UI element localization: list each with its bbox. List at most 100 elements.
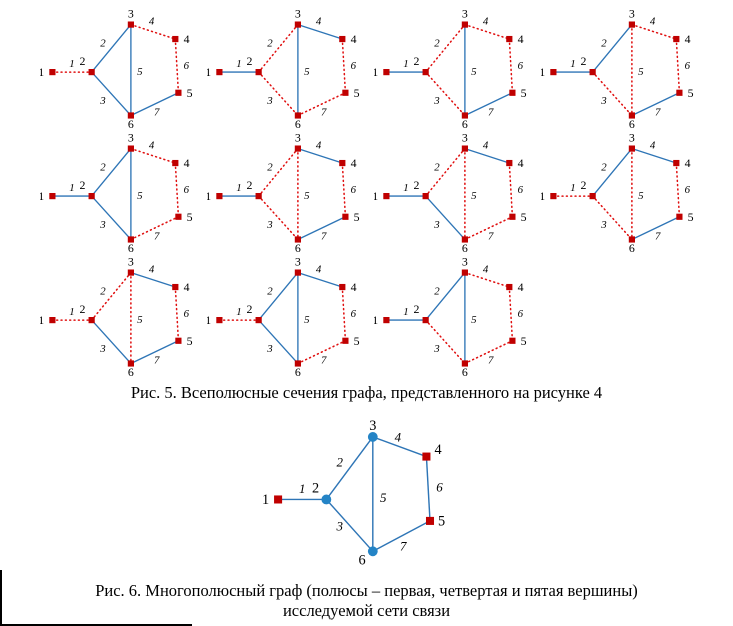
- vertex-4: [172, 35, 179, 43]
- vertex-label-6: 6: [629, 117, 635, 130]
- edge-7: [130, 340, 179, 365]
- edge-label-6: 6: [184, 184, 190, 196]
- vertex-1: [49, 69, 56, 76]
- edge-4: [130, 147, 177, 164]
- edge-6: [675, 162, 681, 218]
- edge-3: [325, 498, 373, 552]
- figure5-row-2: 1234567123456123456712345612345671234561…: [0, 130, 733, 255]
- edge-label-5: 5: [304, 66, 310, 78]
- figure6-caption-line2: исследуемой сети связи: [282, 601, 451, 620]
- vertex-2: [422, 193, 429, 200]
- figure5-row-1: 1234567123456123456712345612345671234561…: [0, 6, 733, 131]
- vertex-label-6: 6: [295, 117, 301, 130]
- vertex-4: [421, 452, 430, 461]
- vertex-6: [628, 112, 635, 119]
- vertex-3: [294, 269, 301, 276]
- edge-2: [91, 148, 132, 197]
- vertex-label-4: 4: [518, 32, 524, 46]
- vertex-label-6: 6: [128, 365, 134, 378]
- edge-4: [464, 147, 510, 164]
- edge-4: [297, 147, 343, 164]
- vertex-6: [127, 112, 134, 119]
- edge-3: [425, 195, 466, 240]
- edge-label-7: 7: [655, 106, 661, 118]
- edge-4: [631, 23, 678, 40]
- vertex-4: [673, 159, 680, 167]
- vertex-4: [673, 35, 680, 43]
- vertex-label-4: 4: [685, 32, 691, 46]
- vertex-label-1: 1: [40, 189, 44, 203]
- edge-label-7: 7: [399, 538, 406, 553]
- vertex-6: [367, 546, 378, 557]
- edge-4: [372, 436, 427, 458]
- edge-label-2: 2: [267, 37, 273, 49]
- edge-label-1: 1: [403, 58, 408, 70]
- edge-label-1: 1: [298, 481, 304, 496]
- edge-label-3: 3: [600, 219, 607, 231]
- edge-6: [174, 38, 180, 94]
- edge-label-7: 7: [488, 354, 494, 366]
- edge-2: [90, 271, 132, 321]
- edge-label-1: 1: [570, 182, 575, 194]
- edge-label-4: 4: [316, 140, 322, 152]
- edge-label-5: 5: [471, 66, 477, 78]
- vertex-label-1: 1: [374, 313, 378, 327]
- edge-2: [425, 272, 466, 321]
- edge-2: [325, 436, 373, 500]
- vertex-label-5: 5: [187, 334, 193, 348]
- edge-label-7: 7: [321, 230, 327, 242]
- edge-3: [424, 319, 466, 365]
- figure6-caption-line1: Рис. 6. Многополюсный граф (полюсы – пер…: [95, 581, 638, 600]
- vertex-label-4: 4: [184, 156, 190, 170]
- edge-label-4: 4: [650, 140, 656, 152]
- vertex-1: [216, 193, 223, 200]
- vertex-label-4: 4: [184, 280, 190, 294]
- edge-label-4: 4: [394, 429, 401, 444]
- edge-7: [297, 339, 347, 365]
- edge-7: [130, 92, 179, 117]
- vertex-2: [589, 193, 596, 200]
- vertex-5: [175, 337, 182, 344]
- edge-4: [130, 23, 177, 40]
- edge-2: [424, 23, 466, 73]
- edge-4: [464, 271, 511, 288]
- edge-label-7: 7: [154, 230, 160, 242]
- vertex-5: [509, 337, 516, 344]
- vertex-label-1: 1: [541, 65, 545, 79]
- edge-6: [341, 162, 347, 218]
- vertex-1: [383, 69, 390, 76]
- vertex-5: [175, 89, 182, 96]
- vertex-3: [461, 21, 468, 28]
- edge-label-6: 6: [351, 308, 357, 320]
- edge-3: [424, 71, 466, 117]
- figure5-caption: Рис. 5. Всеполюсные сечения графа, предс…: [130, 383, 603, 402]
- vertex-label-6: 6: [295, 365, 301, 378]
- vertex-label-4: 4: [351, 280, 357, 294]
- edge-6: [425, 456, 431, 521]
- edge-label-4: 4: [650, 16, 656, 28]
- edge-3: [591, 195, 633, 241]
- vertex-label-5: 5: [187, 210, 193, 224]
- edge-label-2: 2: [434, 161, 440, 173]
- edge-label-4: 4: [149, 16, 155, 28]
- edge-label-6: 6: [685, 184, 691, 196]
- vertex-label-2: 2: [414, 178, 420, 192]
- edge-4: [130, 271, 176, 288]
- edge-label-4: 4: [316, 264, 322, 276]
- vertex-3: [628, 21, 635, 28]
- edge-label-1: 1: [403, 182, 408, 194]
- vertex-6: [294, 360, 301, 367]
- edge-4: [464, 23, 511, 40]
- edge-label-1: 1: [69, 182, 74, 194]
- edge-4: [297, 23, 343, 40]
- edge-label-7: 7: [488, 230, 494, 242]
- vertex-6: [461, 236, 468, 243]
- figure5-row-3: 123456712345612345671234561234567123456: [0, 254, 733, 379]
- edge-label-6: 6: [518, 308, 524, 320]
- edge-7: [464, 92, 513, 117]
- edge-label-1: 1: [403, 306, 408, 318]
- edge-label-2: 2: [100, 161, 106, 173]
